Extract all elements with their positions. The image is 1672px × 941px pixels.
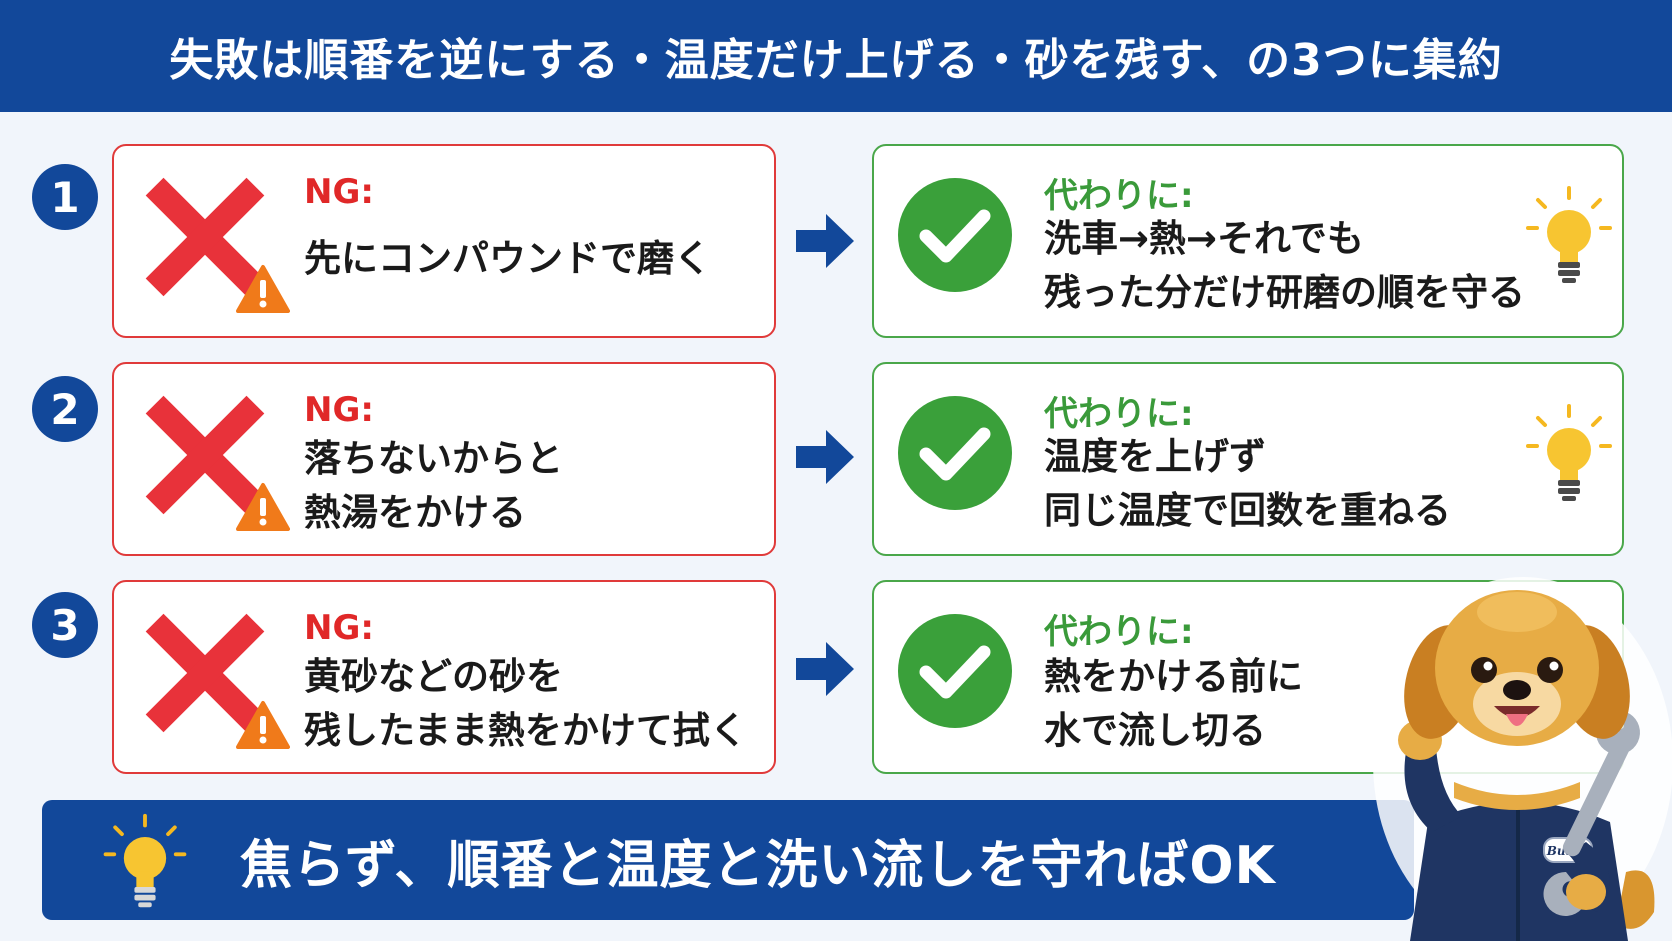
check-circle-icon — [898, 614, 1012, 728]
ng-card-1: NG: 先にコンパウンドで磨く — [112, 144, 776, 338]
ok-label: 代わりに: — [1044, 394, 1194, 434]
ok-label: 代わりに: — [1044, 612, 1194, 652]
ok-text-line: 残った分だけ研磨の順を守る — [1044, 271, 1525, 314]
step-number-3: 3 — [32, 592, 98, 658]
ng-text-line: 落ちないからと — [304, 437, 563, 480]
ng-label: NG: — [304, 390, 374, 430]
ng-text-line: 黄砂などの砂を — [304, 655, 563, 698]
ok-text-line: 同じ温度で回数を重ねる — [1044, 489, 1451, 532]
ng-card-2: NG: 落ちないからと 熱湯をかける — [112, 362, 776, 556]
ng-text-line: 熱湯をかける — [304, 491, 526, 534]
warning-icon — [236, 265, 290, 313]
ok-text-line: 温度を上げず — [1044, 435, 1266, 478]
ng-text-line: 残したまま熱をかけて拭く — [304, 709, 747, 752]
arrow-right-icon — [796, 430, 854, 484]
ng-text-line: 先にコンパウンドで磨く — [304, 237, 711, 280]
step-number-2: 2 — [32, 376, 98, 442]
ng-label: NG: — [304, 172, 374, 212]
arrow-right-icon — [796, 642, 854, 696]
warning-icon — [236, 483, 290, 531]
ok-text-line: 熱をかける前に — [1044, 655, 1303, 698]
cross-mark-icon — [145, 395, 265, 515]
check-circle-icon — [898, 396, 1012, 510]
dog-mascot-illustration: Buddy — [1373, 577, 1672, 941]
ng-label: NG: — [304, 608, 374, 648]
step-number-1: 1 — [32, 164, 98, 230]
lightbulb-icon — [1526, 404, 1612, 501]
ok-text-line: 洗車→熱→それでも — [1044, 217, 1364, 260]
lightbulb-icon — [1526, 186, 1612, 283]
lightbulb-icon — [103, 813, 187, 908]
warning-icon — [236, 701, 290, 749]
summary-text: 焦らず、順番と温度と洗い流しを守ればOK — [240, 835, 1276, 896]
summary-banner: 焦らず、順番と温度と洗い流しを守ればOK — [42, 800, 1414, 920]
arrow-right-icon — [796, 214, 854, 268]
ok-card-2: 代わりに: 温度を上げず 同じ温度で回数を重ねる — [872, 362, 1624, 556]
header-banner: 失敗は順番を逆にする・温度だけ上げる・砂を残す、の3つに集約 — [0, 0, 1672, 112]
ok-label: 代わりに: — [1044, 176, 1194, 216]
page-title: 失敗は順番を逆にする・温度だけ上げる・砂を残す、の3つに集約 — [169, 35, 1503, 86]
check-circle-icon — [898, 178, 1012, 292]
ok-card-1: 代わりに: 洗車→熱→それでも 残った分だけ研磨の順を守る — [872, 144, 1624, 338]
ng-card-3: NG: 黄砂などの砂を 残したまま熱をかけて拭く — [112, 580, 776, 774]
cross-mark-icon — [145, 177, 265, 297]
ok-text-line: 水で流し切る — [1044, 709, 1266, 752]
cross-mark-icon — [145, 613, 265, 733]
